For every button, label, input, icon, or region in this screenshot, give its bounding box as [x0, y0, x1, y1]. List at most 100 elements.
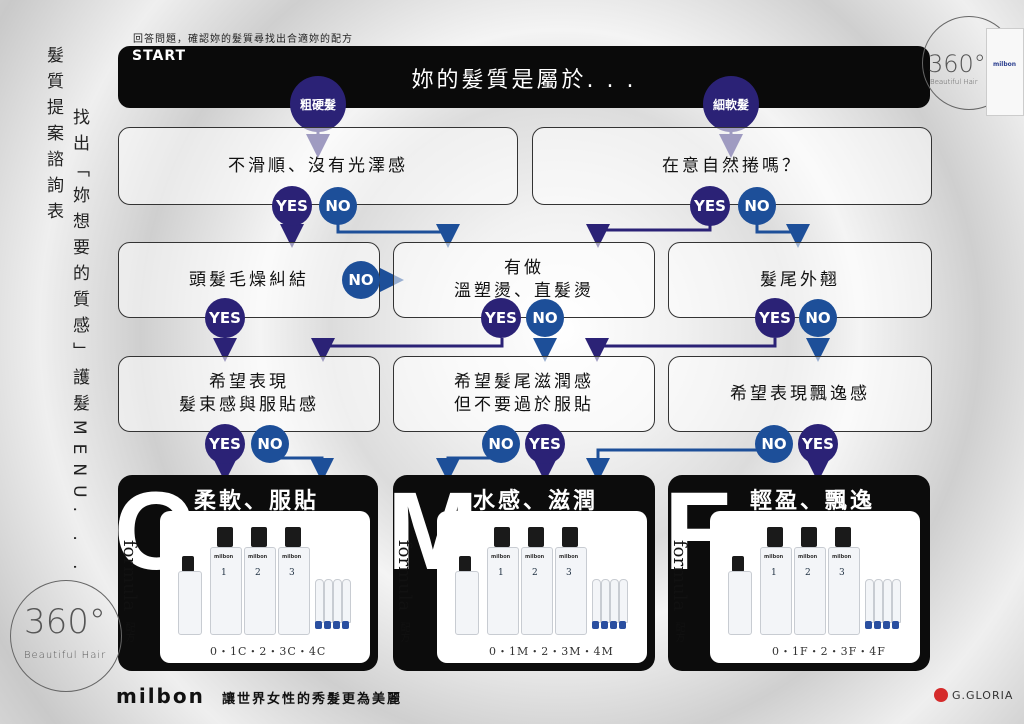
intro-text: 回答問題，確認妳的髮質尋找出合適妳的配方	[133, 34, 353, 45]
ampoule-cap	[865, 621, 872, 629]
treatment-bottle: 2 milbon	[521, 547, 553, 635]
ampoule-cap	[315, 621, 322, 629]
yes-circle-q6[interactable]: YES	[205, 424, 245, 464]
question-box-2: 在意自然捲嗎？	[532, 127, 932, 205]
ampoule-tube	[619, 579, 628, 623]
ampoule-cap	[592, 621, 599, 629]
bottle-cap	[217, 527, 233, 547]
side-title-1: 髮質提案諮詢表	[43, 46, 63, 228]
yes-circle-q8[interactable]: YES	[798, 424, 838, 464]
treatment-bottle: 1 milbon	[487, 547, 519, 635]
product-thumbnail: milbon	[986, 28, 1024, 116]
slogan: 讓世界女性的秀髮更為美麗	[222, 692, 403, 707]
bottle-brand: milbon	[214, 554, 234, 560]
ampoule-tube	[315, 579, 324, 623]
question-box-1: 不滑順、沒有光澤感	[118, 127, 518, 205]
bottle-number: 2	[255, 568, 261, 578]
formula-label-c: formula	[119, 540, 140, 612]
ampoule-cap	[610, 621, 617, 629]
bottle-cap	[251, 527, 267, 547]
treatment-bottle: 1 milbon	[760, 547, 792, 635]
gloria-logo-icon	[934, 688, 948, 702]
bottle-cap	[801, 527, 817, 547]
question-box-3: 頭髮毛燥糾結	[118, 242, 380, 318]
bottle-number: 1	[771, 568, 777, 578]
yes-circle-q2[interactable]: YES	[690, 186, 730, 226]
bottle-cap	[459, 556, 471, 572]
no-circle-q5[interactable]: NO	[799, 299, 837, 337]
ampoule-tube	[874, 579, 883, 623]
peifang-label-f: 配方	[673, 622, 684, 642]
ampoule-tube	[892, 579, 901, 623]
no-circle-q1[interactable]: NO	[319, 187, 357, 225]
yes-circle-q1[interactable]: YES	[272, 186, 312, 226]
logo-360-sub-right: Beautiful Hair	[930, 78, 978, 86]
no-circle-q4[interactable]: NO	[526, 299, 564, 337]
result-title-f: 輕盈、飄逸	[750, 488, 876, 514]
question-box-4: 有做 溫塑燙、直髮燙	[393, 242, 655, 318]
bottle-cap	[835, 527, 851, 547]
no-circle-q6[interactable]: NO	[251, 425, 289, 463]
no-circle-q3[interactable]: NO	[342, 261, 380, 299]
bottle-brand: milbon	[491, 554, 511, 560]
bottle-number: 3	[839, 568, 845, 578]
bottle-cap	[767, 527, 783, 547]
main-question: 妳的髮質是屬於. . .	[411, 68, 637, 93]
ampoule-cap	[342, 621, 349, 629]
spray-bottle	[455, 571, 479, 635]
start-label: START	[132, 48, 187, 64]
yes-circle-q7[interactable]: YES	[525, 424, 565, 464]
yes-circle-q5[interactable]: YES	[755, 298, 795, 338]
category-coarse-hair[interactable]: 粗硬髮	[290, 76, 346, 132]
question-box-5: 髮尾外翹	[668, 242, 932, 318]
bottle-cap	[732, 556, 744, 572]
treatment-bottle: 2 milbon	[244, 547, 276, 635]
ampoule-tube	[333, 579, 342, 623]
logo-360-sub-left: Beautiful Hair	[24, 650, 107, 661]
bottle-number: 3	[566, 568, 572, 578]
formula-label-f: formula	[669, 540, 690, 612]
bottle-brand: milbon	[764, 554, 784, 560]
formula-label-m: formula	[394, 540, 415, 612]
milbon-logo: milbon	[116, 684, 205, 708]
no-circle-q7[interactable]: NO	[482, 425, 520, 463]
question-box-7: 希望髮尾滋潤感 但不要過於服貼	[393, 356, 655, 432]
bottle-brand: milbon	[525, 554, 545, 560]
ampoule-tube	[865, 579, 874, 623]
logo-360-left: 360°	[24, 602, 106, 642]
yes-circle-q3[interactable]: YES	[205, 298, 245, 338]
category-fine-hair[interactable]: 細軟髮	[703, 76, 759, 132]
ampoule-tube	[883, 579, 892, 623]
result-codes-f: 0・1F・2・3F・4F	[772, 645, 886, 658]
bottle-cap	[182, 556, 194, 572]
bottle-brand: milbon	[248, 554, 268, 560]
yes-circle-q4[interactable]: YES	[481, 298, 521, 338]
bottle-number: 2	[805, 568, 811, 578]
ampoule-cap	[601, 621, 608, 629]
bottle-number: 2	[532, 568, 538, 578]
no-circle-q8[interactable]: NO	[755, 425, 793, 463]
ampoule-tube	[324, 579, 333, 623]
result-codes-c: 0・1C・2・3C・4C	[210, 645, 327, 658]
bottle-cap	[528, 527, 544, 547]
product-thumbnail-brand: milbon	[993, 61, 1017, 68]
peifang-label-m: 配方	[398, 622, 409, 642]
bottle-cap	[562, 527, 578, 547]
bottle-number: 1	[498, 568, 504, 578]
ampoule-cap	[333, 621, 340, 629]
bottle-brand: milbon	[282, 554, 302, 560]
peifang-label-c: 配方	[123, 622, 134, 642]
question-box-6: 希望表現 髮束感與服貼感	[118, 356, 380, 432]
no-circle-q2[interactable]: NO	[738, 187, 776, 225]
logo-360-right: 360°	[928, 50, 986, 78]
spray-bottle	[178, 571, 202, 635]
ampoule-cap	[892, 621, 899, 629]
ampoule-tube	[342, 579, 351, 623]
spray-bottle	[728, 571, 752, 635]
ampoule-cap	[883, 621, 890, 629]
ampoule-tube	[610, 579, 619, 623]
